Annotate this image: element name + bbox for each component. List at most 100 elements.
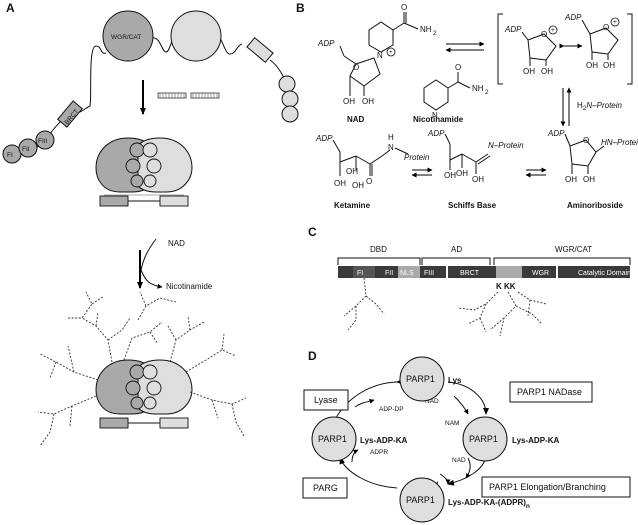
aminoriboside-label: Aminoriboside xyxy=(567,201,624,210)
segment-wgr: WGR xyxy=(532,270,549,277)
nad-oh1: OH xyxy=(343,97,355,106)
node-left-label: PARP1 xyxy=(318,434,347,444)
brace-ad xyxy=(421,257,491,265)
fii-label: FII xyxy=(22,146,30,153)
side-arrow-adp-dp xyxy=(354,399,375,408)
node-parp1-bottom: PARP1 xyxy=(399,477,445,523)
sb-oh2: OH xyxy=(456,169,468,178)
nad-label: NAD xyxy=(347,115,365,124)
catalytic-domain-right xyxy=(170,10,222,62)
ox2-plus: + xyxy=(613,19,617,26)
ket-oh3: OH xyxy=(352,181,364,190)
panel-label-a: A xyxy=(6,1,15,15)
segment-fi: FI xyxy=(357,270,363,277)
side-arrow-nad2 xyxy=(465,457,471,479)
nad-nplus: N xyxy=(377,51,383,60)
schiffs-base-molecule: ADP OH OH OH N–Protein xyxy=(427,129,524,184)
sb-oh3: OH xyxy=(444,171,456,180)
edge-adp-dp: ADP-DP xyxy=(379,406,404,413)
node-parp1-top: PARP1 xyxy=(399,356,445,402)
panel-label-c: C xyxy=(308,225,317,239)
node-parp1-left: PARP1 xyxy=(311,416,357,462)
panel-d: ADP-DP NAD NAM NAD NAM ADPR PARP1 Lys PA… xyxy=(302,356,631,523)
segment-fii: FII xyxy=(385,270,393,277)
lysine-k-label: K KK xyxy=(496,282,516,291)
side-arrow-nam2 xyxy=(439,473,451,485)
nicotinamide-release xyxy=(140,269,163,289)
ketamine-molecule: ADP H N Protein OH O OH OH xyxy=(315,133,430,190)
group-wgr-cat: WGR/CAT xyxy=(555,245,592,254)
side-arrow-nad1 xyxy=(453,395,469,415)
panel-b: O NH 2 N + O ADP OH OH NAD N xyxy=(315,3,638,210)
h2n-protein: H2N–Protein xyxy=(577,101,623,112)
zinc-finger-fii xyxy=(18,138,38,158)
box-nadase-label: PARP1 NADase xyxy=(517,387,582,397)
ket-h: H xyxy=(388,133,394,142)
nic-nh2-sub: 2 xyxy=(485,89,489,96)
node-right-state: Lys-ADP-KA xyxy=(512,436,559,445)
fiii-label: FIII xyxy=(38,138,48,145)
node-bottom-state: Lys-ADP-KA-(ADPR)n xyxy=(448,498,530,510)
ox2-oh1: OH xyxy=(586,61,598,70)
oxocarbenium-2: ADP O + OH OH xyxy=(564,13,620,70)
ket-n: N xyxy=(388,143,394,152)
cycle-arc-bl xyxy=(339,457,398,489)
ar-oh2: OH xyxy=(583,175,595,184)
ox1-o: O xyxy=(541,30,547,39)
linker-mid-left xyxy=(79,45,107,113)
nad-ring-o: O xyxy=(353,63,359,72)
sb-n-protein: N–Protein xyxy=(488,141,524,150)
linker-right xyxy=(269,59,285,79)
nic-o: O xyxy=(455,63,461,72)
ox2-o: O xyxy=(603,23,609,32)
nad-molecule: O NH 2 N + O ADP OH OH xyxy=(317,3,437,106)
ket-oh1: OH xyxy=(346,167,358,176)
finger-right-2 xyxy=(281,90,299,108)
panel-c: DBD AD WGR/CAT FI FII NLS FIII BRCT WGR … xyxy=(337,245,631,337)
ox2-oh2: OH xyxy=(603,61,615,70)
segment-nls-bg xyxy=(398,266,420,278)
side-arrow-adpr xyxy=(351,449,359,463)
segment-fiii: FIII xyxy=(424,270,434,277)
panel-a: FI FII FIII BRCT WGR/CAT xyxy=(2,10,299,447)
nicotinamide-molecule: N O NH 2 xyxy=(423,63,489,120)
ket-adp: ADP xyxy=(315,134,333,143)
edge-nad1: NAD xyxy=(425,398,439,405)
par-chains xyxy=(37,291,247,447)
brace-wgr-cat xyxy=(493,257,631,265)
parp-dimer-parylated xyxy=(95,359,193,429)
ar-adp: ADP xyxy=(547,129,565,138)
finger-right-3 xyxy=(281,105,299,123)
nad-adp: ADP xyxy=(317,39,335,48)
catalytic-domain-left xyxy=(102,10,154,62)
nad-text-a: NAD xyxy=(168,239,185,248)
nad-nh2: NH xyxy=(420,25,432,34)
node-parp1-right: PARP1 xyxy=(462,416,508,462)
box-parg xyxy=(302,477,348,499)
ket-o: O xyxy=(366,177,372,186)
ox1-adp: ADP xyxy=(504,25,522,34)
edge-nad2: NAD xyxy=(452,457,466,464)
box-lyase-label: Lyase xyxy=(314,395,338,405)
ar-oh1: OH xyxy=(565,175,577,184)
ox1-plus: + xyxy=(551,27,555,34)
dna-break-icon xyxy=(157,92,220,99)
bracket-right xyxy=(627,13,633,85)
node-top-state: Lys xyxy=(448,376,462,385)
nicotinamide-label: Nicotinamide xyxy=(413,115,464,124)
node-top-label: PARP1 xyxy=(406,374,435,384)
nicotinamide-text-a: Nicotinamide xyxy=(166,282,213,291)
oxocarbenium-1: ADP O + OH OH xyxy=(504,25,558,76)
segment-fi-bg xyxy=(353,266,375,278)
segment-brct: BRCT xyxy=(460,270,480,277)
sb-adp: ADP xyxy=(427,129,445,138)
separator-1 xyxy=(446,266,448,278)
ket-protein: Protein xyxy=(404,153,430,162)
segment-k-bg xyxy=(496,266,522,278)
ox2-adp: ADP xyxy=(564,13,582,22)
nad-oh2: OH xyxy=(362,97,374,106)
nad-o: O xyxy=(401,3,407,12)
brace-dbd xyxy=(337,257,421,265)
nic-n: N xyxy=(432,111,438,120)
